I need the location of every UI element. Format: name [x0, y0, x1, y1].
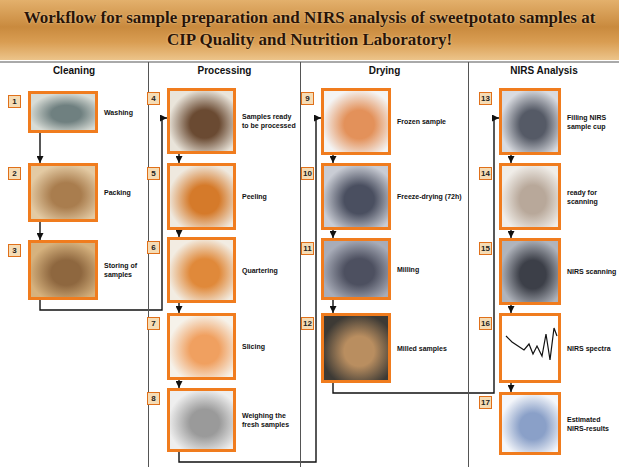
process-step: 5Peeling — [167, 163, 236, 230]
step-label: Milled samples — [397, 344, 467, 353]
process-step: 10Freeze-drying (72h) — [321, 163, 391, 230]
column-header: Cleaning — [0, 65, 148, 77]
stage-column: NIRS Analysis13Filling NIRS sample cup14… — [468, 62, 619, 467]
photo-frame — [167, 313, 236, 380]
photo-frame — [321, 238, 391, 300]
callout-number: 13 — [479, 92, 492, 105]
column-header: NIRS Analysis — [469, 65, 619, 77]
flow-arrow — [178, 380, 179, 388]
photo-frame — [499, 313, 561, 383]
callout-number: 10 — [301, 167, 314, 180]
photo-frame — [167, 237, 236, 303]
process-step: 17Estimated NIRS-results — [499, 392, 561, 455]
callout-number: 3 — [8, 244, 21, 257]
callout-number: 2 — [8, 167, 21, 180]
callout-number: 15 — [479, 242, 492, 255]
photo-frame — [499, 238, 561, 305]
flow-arrow — [332, 155, 333, 163]
photo-frame — [28, 163, 98, 222]
photo-frame — [499, 163, 561, 230]
callout-number: 17 — [479, 396, 492, 409]
photo-frame — [499, 88, 561, 155]
process-step: 11Milling — [321, 238, 391, 300]
process-step: 14ready for scanning — [499, 163, 561, 230]
stage-column: Processing4Samples ready to be processed… — [148, 62, 300, 467]
photo-frame — [28, 91, 98, 133]
column-header: Processing — [149, 65, 300, 77]
callout-number: 11 — [301, 242, 314, 255]
flow-arrow — [510, 230, 511, 238]
callout-number: 14 — [479, 167, 492, 180]
callout-number: 5 — [147, 167, 160, 180]
photo-frame — [167, 163, 236, 230]
step-label: Frozen sample — [397, 117, 467, 126]
callout-number: 1 — [8, 95, 21, 108]
step-label: Estimated NIRS-results — [567, 415, 618, 433]
step-label: Slicing — [242, 342, 299, 351]
step-label: Storing of samples — [104, 261, 146, 279]
process-step: 4Samples ready to be processed — [167, 88, 236, 154]
photo-frame — [321, 313, 391, 383]
step-label: ready for scanning — [567, 188, 618, 206]
flow-arrow — [332, 300, 333, 313]
callout-number: 7 — [147, 317, 160, 330]
process-step: 13Filling NIRS sample cup — [499, 88, 561, 155]
callout-number: 8 — [147, 392, 160, 405]
callout-number: 9 — [301, 92, 314, 105]
step-label: Peeling — [242, 192, 299, 201]
stage-column: Drying9Frozen sample10Freeze-drying (72h… — [300, 62, 468, 467]
step-label: Freeze-drying (72h) — [397, 192, 467, 201]
callout-number: 6 — [147, 241, 160, 254]
flow-arrow — [510, 305, 511, 313]
flow-arrow — [510, 155, 511, 163]
photo-frame — [28, 240, 98, 300]
process-step: 1Washing — [28, 91, 98, 133]
process-step: 6Quartering — [167, 237, 236, 303]
process-step: 16NIRS spectra — [499, 313, 561, 383]
flow-arrow — [178, 154, 179, 163]
step-label: Weighing the fresh samples — [242, 411, 299, 429]
title-banner: Workflow for sample preparation and NIRS… — [0, 0, 619, 60]
photo-frame — [499, 392, 561, 455]
stage-column: Cleaning1Washing2Packing3Storing of samp… — [0, 62, 148, 467]
process-step: 2Packing — [28, 163, 98, 222]
flow-arrow — [178, 230, 179, 237]
spectra-plot — [502, 316, 558, 380]
flow-arrow — [178, 303, 179, 313]
photo-frame — [167, 388, 236, 452]
step-label: Samples ready to be processed — [242, 112, 299, 130]
process-step: 9Frozen sample — [321, 88, 391, 155]
step-label: NIRS scanning — [567, 267, 618, 276]
flow-arrow — [39, 222, 40, 240]
step-label: Milling — [397, 265, 467, 274]
step-label: NIRS spectra — [567, 344, 618, 353]
flow-arrow — [510, 383, 511, 392]
column-header: Drying — [301, 65, 468, 77]
process-step: 7Slicing — [167, 313, 236, 380]
process-step: 12Milled samples — [321, 313, 391, 383]
step-label: Filling NIRS sample cup — [567, 113, 618, 131]
process-step: 8Weighing the fresh samples — [167, 388, 236, 452]
photo-frame — [167, 88, 236, 154]
process-step: 15NIRS scanning — [499, 238, 561, 305]
step-label: Packing — [104, 188, 146, 197]
flow-arrow — [39, 133, 40, 163]
callout-number: 16 — [479, 317, 492, 330]
callout-number: 12 — [301, 317, 314, 330]
diagram-title: Workflow for sample preparation and NIRS… — [0, 0, 619, 51]
spectrum-line — [506, 328, 557, 360]
process-step: 3Storing of samples — [28, 240, 98, 300]
photo-frame — [321, 88, 391, 155]
step-label: Washing — [104, 108, 146, 117]
callout-number: 4 — [147, 92, 160, 105]
photo-frame — [321, 163, 391, 230]
flow-arrow — [332, 230, 333, 238]
step-label: Quartering — [242, 266, 299, 275]
